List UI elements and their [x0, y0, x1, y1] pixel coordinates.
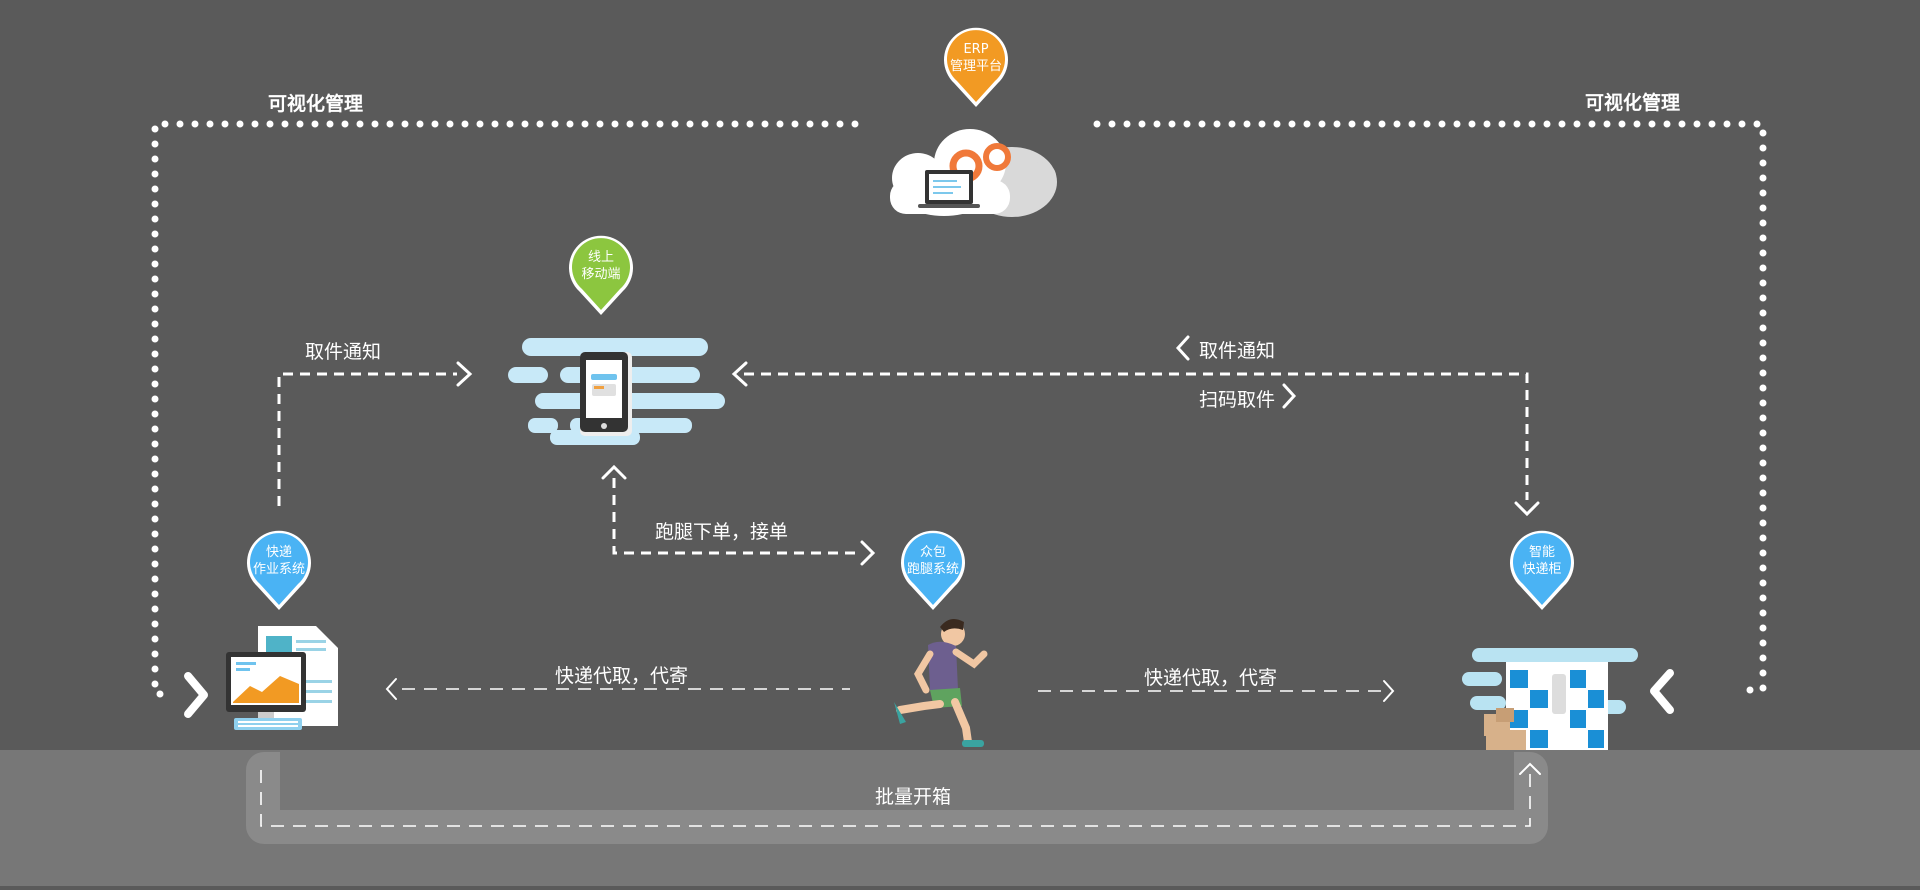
pickup-notice-right-arrow — [731, 361, 748, 387]
computer-documents-icon — [226, 626, 338, 730]
errand-right-arrow — [860, 540, 876, 566]
mobile-pin-fill — [572, 238, 630, 310]
express-proxy-left-arrow — [385, 678, 397, 700]
errand-up-arrow — [601, 464, 627, 480]
express-system-pin: 快递 作业系统 — [244, 530, 314, 616]
crowd-system-pin: 众包 跑腿系统 — [898, 530, 968, 616]
pickup-notice-left-line — [277, 372, 457, 506]
errand-order-line — [612, 478, 862, 555]
batch-open-band-inner — [280, 752, 1514, 810]
pickup-notice-left-arrow — [456, 361, 473, 387]
visual-management-loop — [151, 120, 1767, 698]
crowd-pin-line1: 众包 — [919, 545, 946, 560]
express-proxy-lines — [402, 688, 1382, 692]
erp-pin-line2: 管理平台 — [949, 59, 1002, 74]
locker-pin-line2: 快递柜 — [1522, 562, 1562, 577]
scan-chevron-icon — [1282, 383, 1297, 409]
mobile-pin-line2: 移动端 — [581, 267, 621, 282]
express-proxy-left-label: 快递代取，代寄 — [555, 665, 689, 687]
crowd-pin-line2: 跑腿系统 — [906, 562, 959, 577]
cloud-gears-laptop-icon — [890, 129, 1057, 217]
mobile-pin-line1: 线上 — [587, 250, 614, 265]
crowd-pin-fill — [904, 533, 962, 605]
errand-order-label: 跑腿下单，接单 — [655, 521, 789, 543]
locker-pin-fill — [1513, 533, 1571, 605]
batch-open-line — [260, 770, 1531, 827]
express-pin-fill — [250, 533, 308, 605]
cloud-smartphone-icon — [508, 338, 725, 445]
locker-pin-line1: 智能 — [1528, 545, 1555, 560]
loop-arrowheads — [184, 669, 1674, 718]
pickup-notice-right-label: 取件通知 — [1199, 340, 1276, 362]
smart-locker-icon — [1462, 648, 1638, 750]
notice-chevron-icon — [1175, 335, 1190, 361]
mobile-pin: 线上 移动端 — [566, 235, 636, 321]
running-courier-icon — [894, 618, 988, 747]
batch-open-arrow — [1519, 762, 1541, 775]
pickup-notice-left-label: 取件通知 — [305, 341, 382, 363]
visual-management-right-label: 可视化管理 — [1585, 92, 1681, 114]
pickup-notice-right-line — [744, 372, 1529, 500]
erp-pin-fill — [947, 30, 1005, 103]
locker-down-arrow — [1514, 501, 1540, 517]
express-pin-line1: 快递 — [265, 545, 292, 560]
batch-open-label: 批量开箱 — [875, 786, 952, 808]
visual-management-left-label: 可视化管理 — [268, 93, 364, 115]
scan-pickup-label: 扫码取件 — [1199, 389, 1276, 411]
erp-pin-line1: ERP — [963, 42, 989, 57]
erp-platform-pin: ERP 管理平台 — [941, 27, 1011, 113]
express-proxy-right-label: 快递代取，代寄 — [1144, 667, 1278, 689]
smart-locker-pin: 智能 快递柜 — [1507, 530, 1577, 616]
express-proxy-right-arrow — [1383, 680, 1395, 702]
express-pin-line2: 作业系统 — [252, 562, 305, 577]
